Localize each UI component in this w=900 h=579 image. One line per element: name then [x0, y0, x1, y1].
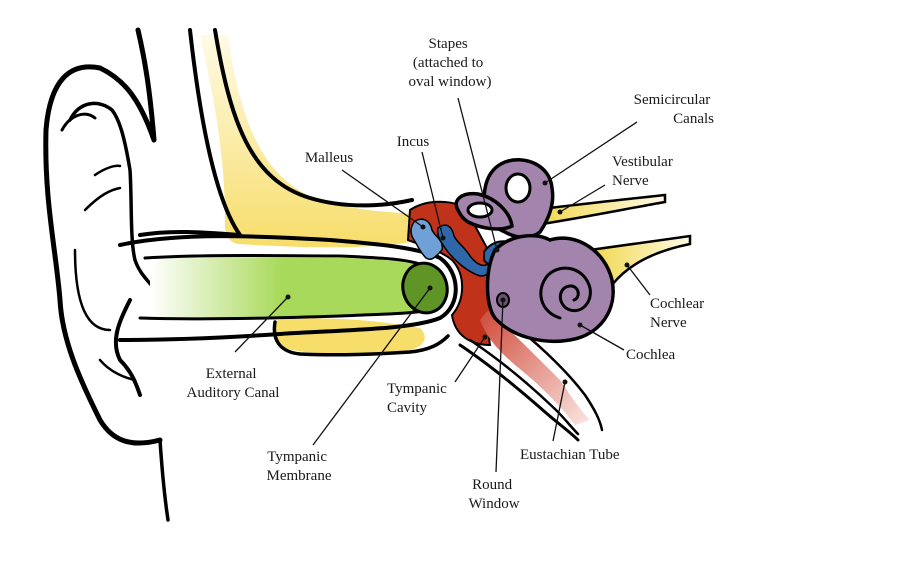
label-malleus: Malleus [305, 150, 353, 166]
temporal-bone-lower [274, 318, 425, 354]
vestibular-nerve [533, 193, 667, 227]
external-auditory-canal [150, 257, 443, 321]
label-cochlea: Cochlea [626, 347, 675, 363]
inner-ear [454, 158, 615, 344]
cochlea [485, 233, 615, 344]
label-stapes: Stapes (attached to oval window) [409, 36, 492, 90]
label-semicircular-canals: Semicircular Canals [634, 92, 715, 127]
label-tympanic-membrane: Tympanic Membrane [267, 449, 332, 484]
label-round-window: Round Window [468, 477, 519, 512]
label-cochlear-nerve: Cochlear Nerve [650, 296, 708, 331]
outer-ear-pinna [43, 27, 414, 522]
label-eustachian-tube: Eustachian Tube [520, 447, 620, 463]
label-tympanic-cavity: Tympanic Cavity [387, 381, 451, 416]
label-incus: Incus [397, 134, 430, 150]
leader-lines [234, 97, 651, 473]
temporal-bone-upper [200, 35, 420, 248]
label-external-auditory-canal: External Auditory Canal [187, 366, 280, 401]
tympanic-membrane [401, 261, 449, 315]
label-vestibular-nerve: Vestibular Nerve [612, 154, 677, 189]
malleus [410, 218, 444, 261]
